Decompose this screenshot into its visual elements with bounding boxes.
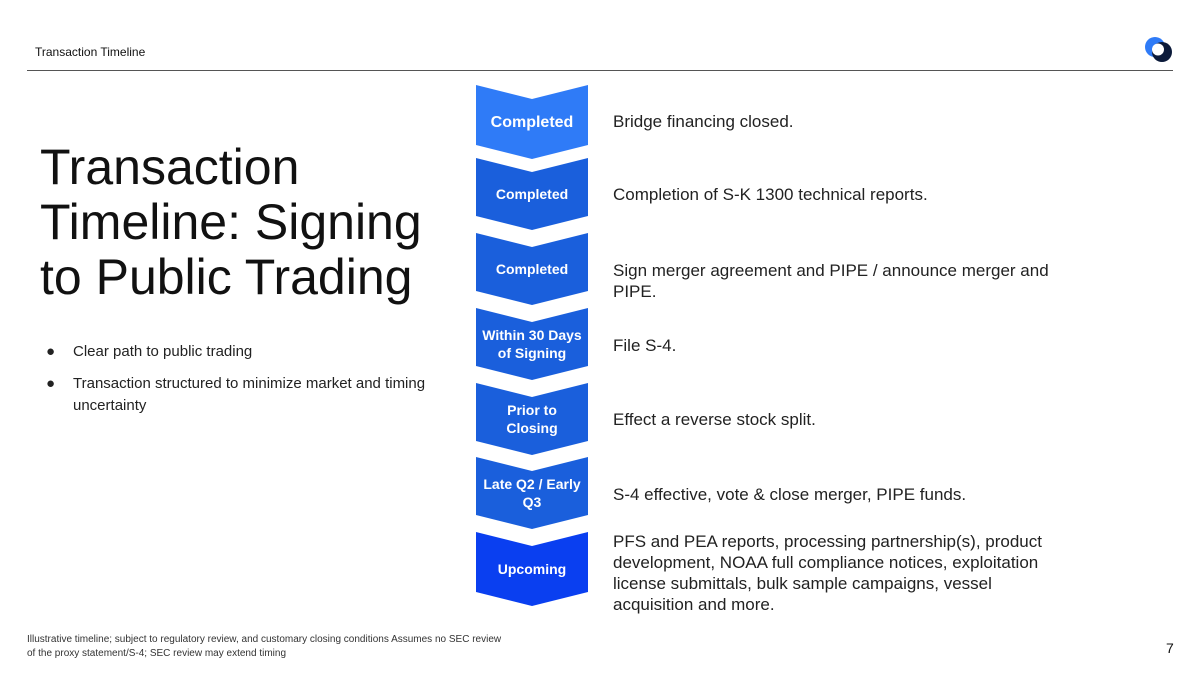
timeline-status: Prior to Closing — [476, 383, 588, 455]
timeline-description: PFS and PEA reports, processing partners… — [613, 532, 1042, 614]
timeline-status: Upcoming — [476, 532, 588, 606]
timeline-description: Bridge financing closed. — [613, 112, 794, 131]
timeline-status: Within 30 Days of Signing — [476, 308, 588, 380]
status-label: Late Q2 / Early Q3 — [483, 476, 581, 510]
timeline-status: Completed — [476, 85, 588, 159]
status-label: Completed — [490, 114, 574, 131]
timeline-description: File S-4. — [613, 336, 677, 355]
timeline-status: Completed — [476, 158, 588, 230]
footnote: Illustrative timeline; subject to regula… — [27, 634, 502, 659]
page-title: Transaction Timeline: Signing to Public … — [40, 139, 422, 305]
timeline-description: Sign merger agreement and PIPE / announc… — [613, 261, 1049, 301]
status-label: Within 30 Days of Signing — [482, 327, 582, 361]
status-label: Completed — [495, 261, 569, 277]
status-label: Upcoming — [497, 561, 567, 577]
timeline-status: Late Q2 / Early Q3 — [476, 457, 588, 529]
timeline-description: Completion of S-K 1300 technical reports… — [613, 185, 928, 204]
company-logo-icon — [1145, 37, 1172, 62]
bullet-item: ●Transaction structured to minimize mark… — [46, 375, 426, 414]
header-divider — [27, 70, 1173, 71]
status-label: Prior to Closing — [506, 402, 558, 436]
header-title: Transaction Timeline — [35, 45, 146, 59]
timeline-description: Effect a reverse stock split. — [613, 410, 816, 429]
bullet-item: ●Clear path to public trading — [46, 343, 253, 360]
timeline-status: Completed — [476, 233, 588, 305]
status-label: Completed — [495, 186, 569, 202]
page-number: 7 — [1166, 640, 1174, 656]
timeline-description: S-4 effective, vote & close merger, PIPE… — [613, 485, 967, 504]
